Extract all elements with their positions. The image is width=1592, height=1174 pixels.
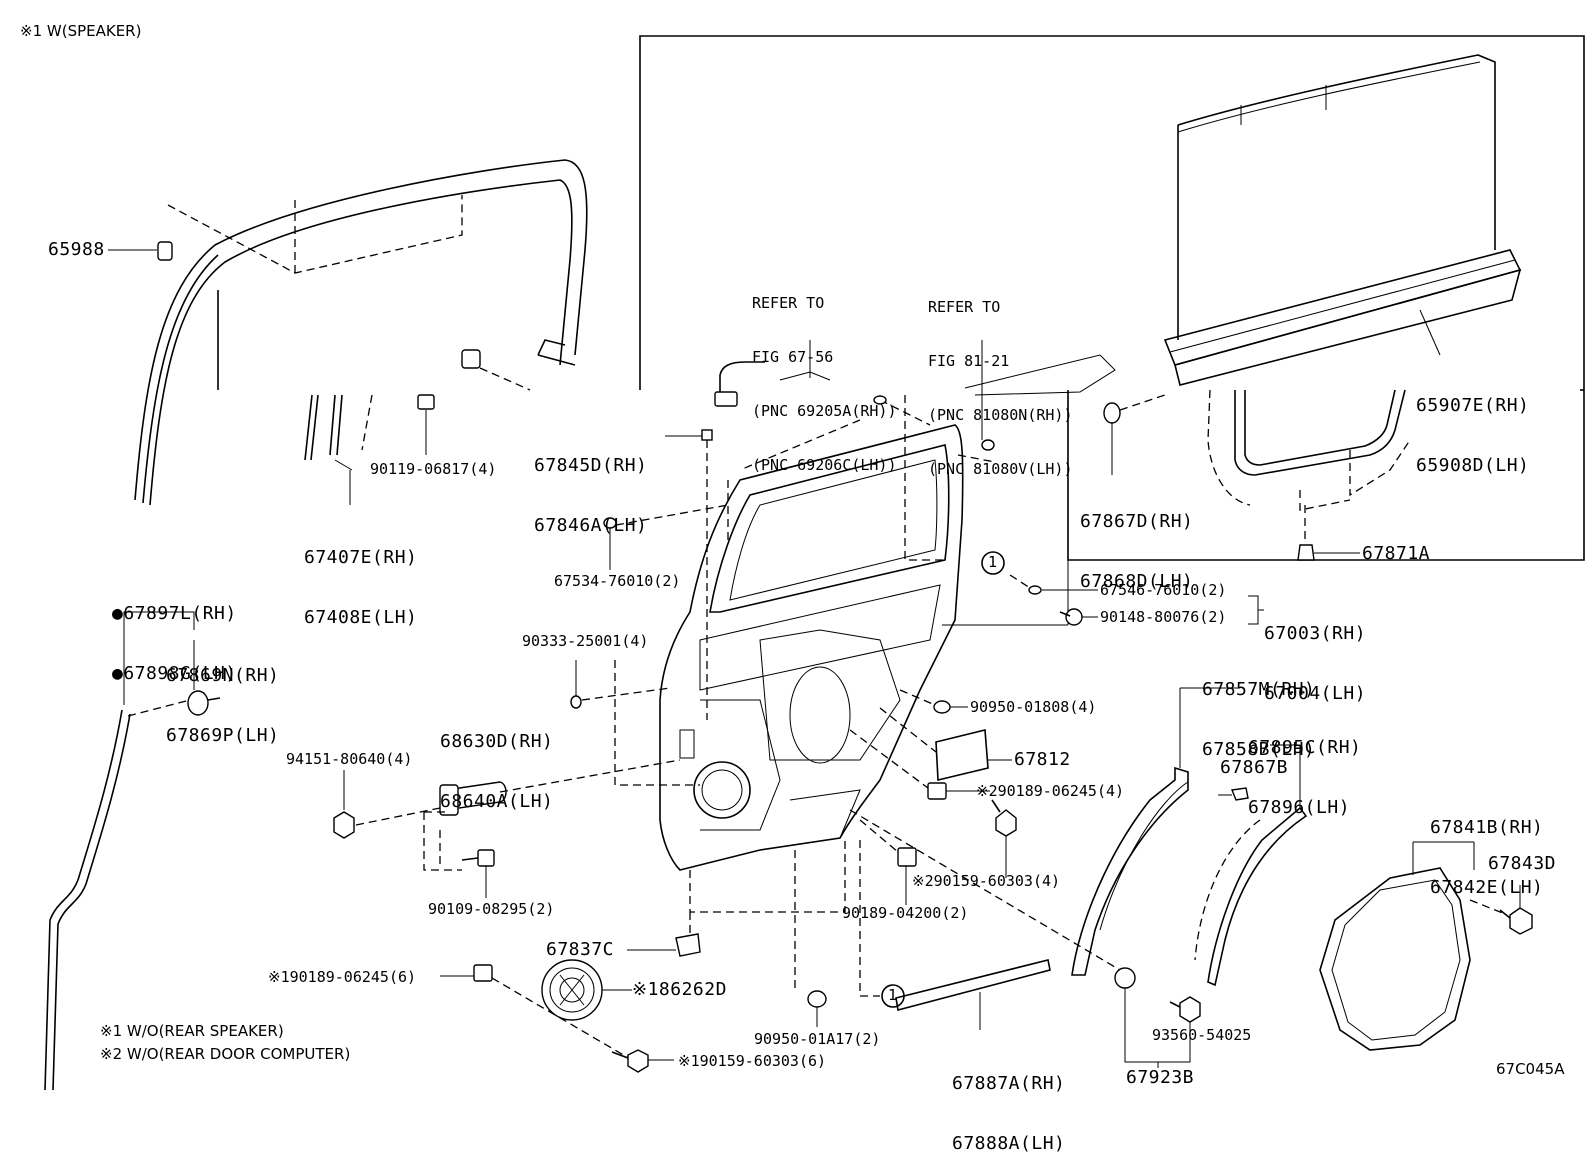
part-67871[interactable]: 67871A: [1362, 543, 1431, 564]
part-rh: 67407E(RH): [304, 547, 418, 568]
part-67003[interactable]: 67003(RH) 67004(LH): [1264, 584, 1366, 724]
part-lh: 67888A(LH): [952, 1133, 1066, 1154]
part-65907[interactable]: 65907E(RH) 65908D(LH): [1416, 356, 1529, 496]
part-67887[interactable]: 67887A(RH) 67888A(LH): [952, 1034, 1065, 1174]
part-67897[interactable]: ●67897L(RH) ●67898G(LH): [112, 564, 237, 704]
part-90148[interactable]: 90148-80076(2): [1100, 608, 1227, 626]
part-rh: 67867D(RH): [1080, 511, 1194, 532]
part-rh: 67003(RH): [1264, 623, 1367, 644]
part-67407[interactable]: 67407E(RH) 67408E(LH): [304, 508, 417, 648]
part-67837[interactable]: 67837C: [546, 939, 615, 960]
note-speaker-header: ※1 W(SPEAKER): [20, 22, 142, 40]
ref1-line: REFER TO: [752, 294, 825, 312]
inner-liner: [1319, 867, 1471, 1051]
note-rear-door-computer: ※2 W/O(REAR DOOR COMPUTER): [100, 1045, 351, 1063]
part-90189-04200[interactable]: 90189-04200(2): [842, 904, 969, 922]
part-rh: 67887A(RH): [952, 1073, 1066, 1094]
part-rh: 67895C(RH): [1248, 737, 1362, 758]
part-90189-06245-s1[interactable]: ※190189-06245(6): [268, 968, 417, 986]
part-67867d[interactable]: 67867D(RH) 67868D(LH): [1080, 472, 1193, 612]
part-68630[interactable]: 68630D(RH) 68640A(LH): [440, 692, 553, 832]
door-panel-outline: [659, 424, 964, 871]
part-lh: 67004(LH): [1264, 683, 1367, 704]
part-lh: ●67898G(LH): [112, 663, 237, 684]
note-rear-speaker: ※1 W/O(REAR SPEAKER): [100, 1022, 284, 1040]
part-67812[interactable]: 67812: [1014, 749, 1071, 770]
part-67895[interactable]: 67895C(RH) 67896(LH): [1248, 698, 1361, 838]
ref2-line: REFER TO: [928, 298, 1001, 316]
part-rh: 68630D(RH): [440, 731, 554, 752]
part-rh: 67845D(RH): [534, 455, 648, 476]
part-90119[interactable]: 90119-06817(4): [370, 460, 497, 478]
diagram-linework: [44, 35, 1585, 1091]
clip-65988-shape: [157, 241, 173, 261]
part-lh: 67869P(LH): [166, 725, 280, 746]
part-90189-06245-s2[interactable]: ※290189-06245(4): [976, 782, 1125, 800]
parts-diagram: ※1 W(SPEAKER) ※1 W/O(REAR SPEAKER) ※2 W/…: [20, 22, 1585, 1154]
part-86262[interactable]: ※186262D: [632, 979, 727, 1000]
window-frame-channel: [134, 159, 588, 501]
ref1-line: FIG 67-56: [752, 348, 834, 366]
part-67869[interactable]: 67869N(RH) 67869P(LH): [166, 626, 279, 766]
door-trim-67857: [1071, 766, 1189, 976]
part-lh: 67896(LH): [1248, 797, 1351, 818]
part-90950-01a17[interactable]: 90950-01A17(2): [754, 1030, 881, 1048]
part-93560[interactable]: 93560-54025: [1152, 1026, 1252, 1044]
part-67867b[interactable]: 67867B: [1220, 757, 1289, 778]
lower-moulding: [895, 959, 1051, 1011]
callout-marker-1: 1: [988, 553, 998, 571]
part-90159-60303-s1[interactable]: ※190159-60303(6): [678, 1052, 827, 1070]
callout-marker-1: 1: [888, 986, 898, 1004]
part-67534[interactable]: 67534-76010(2): [554, 572, 681, 590]
door-trim-67895: [1207, 806, 1308, 987]
part-rh: 67869N(RH): [166, 665, 280, 686]
part-67841[interactable]: 67841B(RH) 67842E(LH): [1430, 778, 1543, 918]
part-67546[interactable]: 67546-76010(2): [1100, 581, 1227, 599]
part-lh: 67868D(LH): [1080, 571, 1194, 592]
sunshade-assembly: [1163, 54, 1522, 386]
part-rh: 65907E(RH): [1416, 395, 1530, 416]
part-rh: ●67897L(RH): [112, 603, 237, 624]
ref2-line: FIG 81-21: [928, 352, 1010, 370]
part-67923[interactable]: 67923B: [1126, 1067, 1195, 1088]
ref-fig-81-21: REFER TO FIG 81-21 (PNC 81080N(RH)) (PNC…: [928, 262, 1073, 496]
part-65988[interactable]: 65988: [48, 239, 105, 260]
weatherstrip-67897: [44, 709, 123, 1091]
part-90950-01808[interactable]: 90950-01808(4): [970, 698, 1097, 716]
ref-fig-67-56: REFER TO FIG 67-56 (PNC 69205A(RH)) (PNC…: [752, 258, 897, 492]
part-lh: 68640A(LH): [440, 791, 554, 812]
part-lh: 67858B(LH): [1202, 739, 1316, 760]
part-lh: 67846A(LH): [534, 515, 648, 536]
ref1-line: (PNC 69205A(RH)): [752, 402, 897, 420]
part-67845[interactable]: 67845D(RH) 67846A(LH): [534, 416, 647, 556]
speaker-shape: [541, 959, 603, 1021]
part-94151[interactable]: 94151-80640(4): [286, 750, 413, 768]
ref2-line: (PNC 81080V(LH)): [928, 460, 1073, 478]
part-lh: 67408E(LH): [304, 607, 418, 628]
part-90109[interactable]: 90109-08295(2): [428, 900, 555, 918]
ref1-line: (PNC 69206C(LH)): [752, 456, 897, 474]
part-rh: 67857M(RH): [1202, 679, 1316, 700]
part-lh: 67842E(LH): [1430, 877, 1544, 898]
ref2-line: (PNC 81080N(RH)): [928, 406, 1073, 424]
part-67857[interactable]: 67857M(RH) 67858B(LH): [1202, 640, 1315, 780]
part-67843[interactable]: 67843D: [1488, 853, 1557, 874]
figure-id: 67C045A: [1496, 1060, 1565, 1078]
part-rh: 67841B(RH): [1430, 817, 1544, 838]
part-lh: 65908D(LH): [1416, 455, 1530, 476]
part-90159-60303-s2[interactable]: ※290159-60303(4): [912, 872, 1061, 890]
outside-handle-shape: [445, 781, 507, 811]
part-90333[interactable]: 90333-25001(4): [522, 632, 649, 650]
